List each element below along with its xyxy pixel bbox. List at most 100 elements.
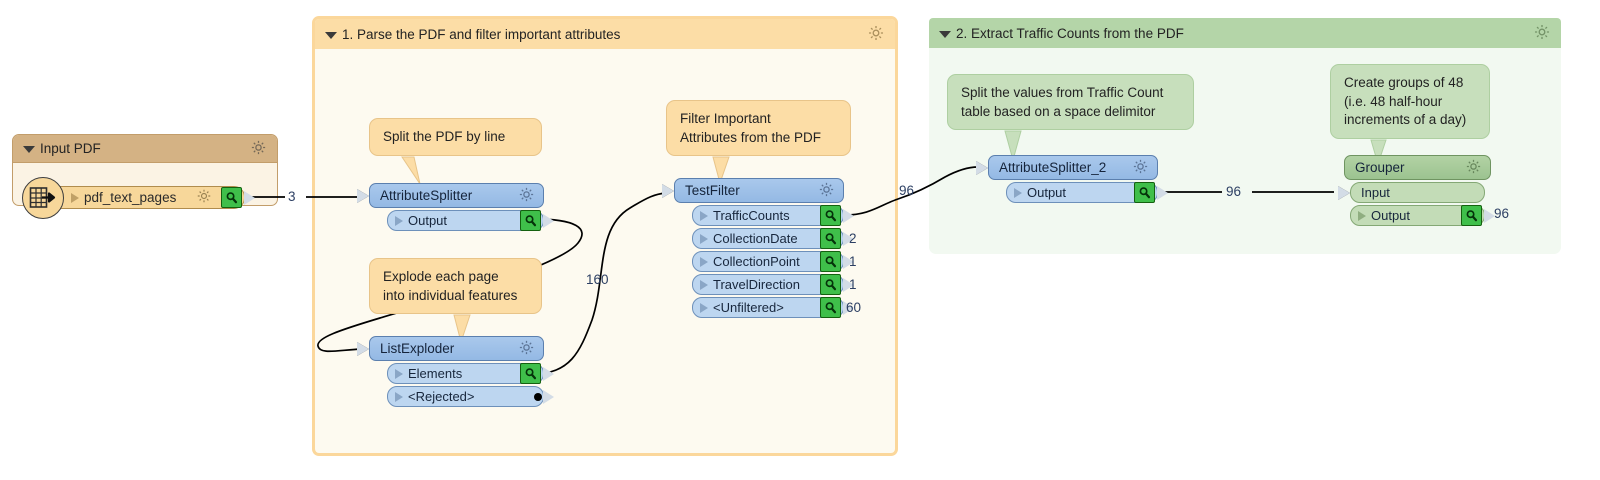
gear-icon[interactable] <box>1533 23 1551 44</box>
expand-triangle-icon[interactable] <box>395 368 403 379</box>
note-tail <box>712 156 730 185</box>
expand-triangle-icon[interactable] <box>700 210 708 221</box>
table-reader-icon[interactable] <box>22 177 64 219</box>
note-filter-important-attributes[interactable]: Filter Important Attributes from the PDF <box>666 100 851 185</box>
gear-icon[interactable] <box>1465 158 1482 178</box>
bookmark-extract-title: 2. Extract Traffic Counts from the PDF <box>956 25 1184 41</box>
port-collectionpoint-label: CollectionPoint <box>713 254 800 269</box>
transformer-grouper-name: Grouper <box>1355 160 1405 175</box>
output-arrow-icon <box>843 300 854 315</box>
port-elements[interactable]: Elements <box>387 363 554 384</box>
output-arrow-icon <box>1157 185 1168 200</box>
gear-icon[interactable] <box>196 188 212 207</box>
output-arrow-icon <box>843 231 854 246</box>
port-grouper-input[interactable]: Input <box>1338 182 1485 203</box>
magnifier-icon[interactable] <box>1134 182 1155 203</box>
port-output[interactable]: Output <box>387 210 554 231</box>
output-arrow-icon <box>543 389 554 404</box>
gear-icon[interactable] <box>867 24 885 45</box>
transformer-testfilter[interactable]: TestFilter TrafficCounts CollectionDate … <box>662 178 854 318</box>
transformer-attributesplitter-2[interactable]: AttributeSplitter_2 Output <box>976 155 1168 203</box>
magnifier-icon[interactable] <box>520 210 541 231</box>
port-collectiondate-label: CollectionDate <box>713 231 798 246</box>
port-elements-label: Elements <box>408 366 463 381</box>
count-traveldirection: 1 <box>849 277 857 292</box>
caret-down-icon[interactable] <box>939 30 951 38</box>
port-grouper-output-label: Output <box>1371 208 1411 223</box>
transformer-attributesplitter[interactable]: AttributeSplitter Output <box>357 183 554 231</box>
input-arrow-icon <box>976 160 988 175</box>
bookmark-input-pdf-header[interactable]: Input PDF <box>13 135 277 163</box>
gear-icon[interactable] <box>518 186 535 206</box>
port-rejected[interactable]: <Rejected> <box>387 386 554 407</box>
transformer-attributesplitter-2-header[interactable]: AttributeSplitter_2 <box>976 155 1158 180</box>
caret-down-icon[interactable] <box>325 31 337 39</box>
magnifier-icon[interactable] <box>820 228 841 249</box>
reader-feature-type[interactable]: pdf_text_pages <box>48 186 255 209</box>
port-output-splitter2[interactable]: Output <box>1006 182 1168 203</box>
expand-triangle-icon[interactable] <box>700 302 708 313</box>
output-arrow-icon <box>843 208 854 223</box>
note-split-traffic-count-values[interactable]: Split the values from Traffic Count tabl… <box>947 74 1194 162</box>
count-unfiltered: 60 <box>846 300 862 315</box>
expand-triangle-icon[interactable] <box>71 192 79 203</box>
bookmark-input-pdf-title: Input PDF <box>40 141 101 156</box>
bookmark-parse-pdf-header[interactable]: 1. Parse the PDF and filter important at… <box>315 19 895 49</box>
magnifier-icon[interactable] <box>820 274 841 295</box>
port-trafficcounts-label: TrafficCounts <box>713 208 790 223</box>
transformer-grouper-header[interactable]: Grouper <box>1344 155 1491 180</box>
caret-down-icon[interactable] <box>23 146 35 153</box>
transformer-listexploder-name: ListExploder <box>380 341 455 356</box>
transformer-attributesplitter-name: AttributeSplitter <box>380 188 473 203</box>
bookmark-extract-header[interactable]: 2. Extract Traffic Counts from the PDF <box>929 18 1561 48</box>
gear-icon[interactable] <box>518 339 535 359</box>
magnifier-icon[interactable] <box>820 251 841 272</box>
output-arrow-icon <box>244 190 255 205</box>
note-create-groups-of-48[interactable]: Create groups of 48 (i.e. 48 half-hour i… <box>1330 64 1490 166</box>
gear-icon[interactable] <box>250 139 267 159</box>
expand-triangle-icon[interactable] <box>395 391 403 402</box>
expand-triangle-icon[interactable] <box>700 279 708 290</box>
output-arrow-icon <box>843 254 854 269</box>
link-elements-to-testfilter <box>532 192 667 375</box>
expand-triangle-icon[interactable] <box>1014 187 1022 198</box>
transformer-testfilter-header[interactable]: TestFilter <box>662 178 844 203</box>
transformer-listexploder[interactable]: ListExploder Elements <Rejected> <box>357 336 554 407</box>
count-grouper-output: 96 <box>1494 206 1510 221</box>
expand-triangle-icon[interactable] <box>395 215 403 226</box>
note-split-pdf-by-line[interactable]: Split the PDF by line <box>369 118 542 185</box>
port-trafficcounts[interactable]: TrafficCounts <box>692 205 854 226</box>
magnifier-icon[interactable] <box>221 187 242 208</box>
reader-feature-type-label: pdf_text_pages <box>84 190 177 205</box>
input-arrow-icon <box>1338 185 1350 200</box>
gear-icon[interactable] <box>818 181 835 201</box>
magnifier-icon[interactable] <box>820 297 841 318</box>
port-output-splitter2-label: Output <box>1027 185 1067 200</box>
output-arrow-icon <box>1484 208 1495 223</box>
count-collectiondate: 2 <box>849 231 857 246</box>
port-collectiondate[interactable]: CollectionDate <box>692 228 854 249</box>
port-unfiltered[interactable]: <Unfiltered> <box>692 297 854 318</box>
note-explode-each-page[interactable]: Explode each page into individual featur… <box>369 258 542 344</box>
magnifier-icon[interactable] <box>1461 205 1482 226</box>
expand-triangle-icon[interactable] <box>1358 210 1366 221</box>
transformer-listexploder-header[interactable]: ListExploder <box>357 336 544 361</box>
count-reader-to-splitter: 3 <box>288 189 296 204</box>
expand-triangle-icon[interactable] <box>700 233 708 244</box>
bookmark-parse-pdf-title: 1. Parse the PDF and filter important at… <box>342 26 621 42</box>
transformer-attributesplitter-header[interactable]: AttributeSplitter <box>357 183 544 208</box>
port-collectionpoint[interactable]: CollectionPoint <box>692 251 854 272</box>
count-elements-to-testfilter: 160 <box>586 272 609 287</box>
gear-icon[interactable] <box>1132 158 1149 178</box>
magnifier-icon[interactable] <box>820 205 841 226</box>
transformer-grouper[interactable]: Grouper Input Output <box>1338 155 1495 226</box>
output-arrow-icon <box>843 277 854 292</box>
port-grouper-output[interactable]: Output <box>1350 205 1495 226</box>
expand-triangle-icon[interactable] <box>700 256 708 267</box>
port-output-label: Output <box>408 213 448 228</box>
port-traveldirection[interactable]: TravelDirection <box>692 274 854 295</box>
port-rejected-label: <Rejected> <box>408 389 475 404</box>
transformer-testfilter-name: TestFilter <box>685 183 740 198</box>
magnifier-icon[interactable] <box>520 363 541 384</box>
